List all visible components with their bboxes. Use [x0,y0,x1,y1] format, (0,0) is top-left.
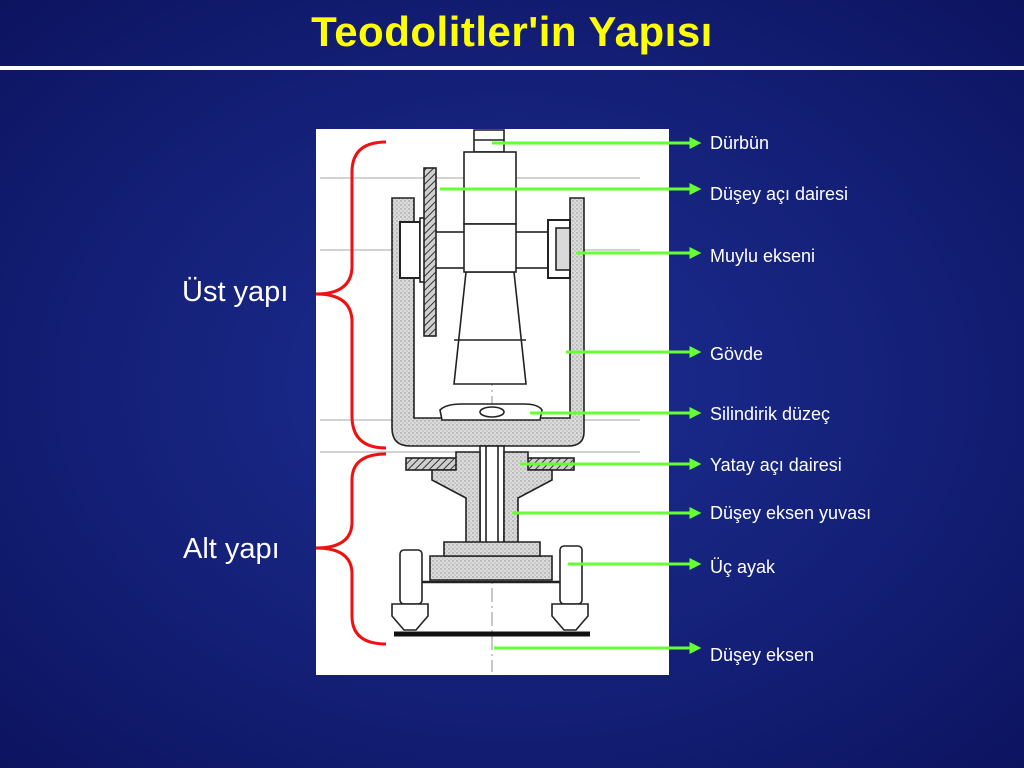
label-telescope: Dürbün [710,133,770,153]
label-trunnion-axis: Muylu ekseni [710,246,816,266]
label-vertical-circle: Düşey açı dairesi [710,184,849,204]
upper-structure-label: Üst yapı [182,276,289,308]
label-body: Gövde [710,344,764,364]
lower-structure-brace [315,452,387,646]
label-horizontal-circle: Yatay açı dairesi [710,455,842,475]
label-vertical-axis-socket: Düşey eksen yuvası [710,503,872,523]
lower-structure-label: Alt yapı [183,533,280,565]
label-vertical-axis: Düşey eksen [710,645,815,665]
title-divider [0,66,1024,70]
label-tribrach: Üç ayak [710,557,776,577]
upper-structure-brace [315,140,387,450]
label-cylindrical-level: Silindirik düzeç [710,404,831,424]
slide-title: Teodolitler'in Yapısı [311,8,713,55]
